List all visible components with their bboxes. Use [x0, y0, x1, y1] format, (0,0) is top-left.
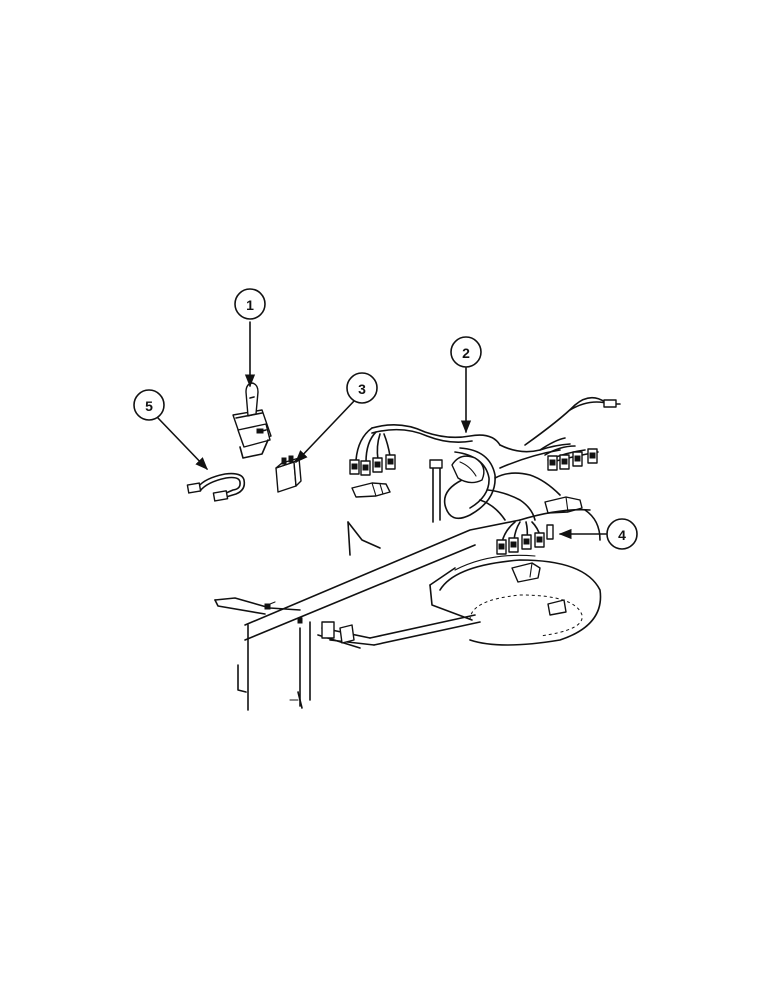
machine-frame	[214, 459, 602, 711]
callout-3: 3	[295, 372, 378, 463]
callout-5: 5	[133, 389, 208, 470]
callout-1-label: 1	[246, 297, 254, 313]
callout-3-label: 3	[358, 381, 366, 397]
left-connector-cluster	[349, 427, 396, 476]
callout-2: 2	[450, 336, 482, 434]
relay-part	[275, 455, 302, 493]
jumper-cable-part	[186, 472, 246, 502]
callout-4-label: 4	[618, 527, 626, 543]
wiring-harness-part	[349, 396, 621, 555]
callout-4: 4	[558, 518, 638, 550]
toggle-switch-part	[232, 382, 272, 459]
callout-5-label: 5	[145, 398, 153, 414]
callout-2-label: 2	[462, 345, 470, 361]
plug-connector-left	[351, 482, 391, 498]
pin-part	[546, 524, 554, 540]
lower-connector-cluster	[496, 521, 545, 555]
callout-1: 1	[234, 288, 266, 388]
right-connector-cluster	[539, 437, 599, 471]
